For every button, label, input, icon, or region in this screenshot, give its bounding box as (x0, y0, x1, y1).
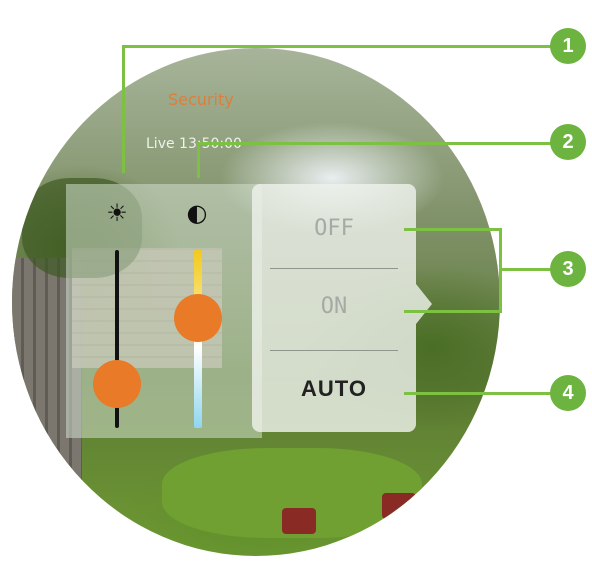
brightness-slider-thumb[interactable] (93, 359, 141, 408)
callout-3-line (404, 310, 502, 313)
brightness-icon: ☀ (106, 199, 128, 227)
slider-panel: ☀ ◐ (66, 184, 262, 438)
mode-panel: OFF ON AUTO (252, 184, 416, 432)
contrast-icon: ◐ (186, 199, 208, 227)
planter-background (382, 493, 416, 519)
callout-2-line (197, 142, 552, 145)
mode-off-button[interactable]: OFF (314, 216, 354, 241)
watch-screen: Security Live 13:50:00 ☀ ◐ OFF ON AUTO (12, 48, 500, 556)
callout-4-line (404, 392, 552, 395)
mode-auto-button[interactable]: AUTO (301, 376, 367, 401)
callout-1-line (122, 45, 125, 173)
callout-1-badge: 1 (550, 28, 586, 64)
callout-3-line (404, 228, 502, 231)
callout-2-badge: 2 (550, 124, 586, 160)
callout-3-line (499, 268, 552, 271)
planter-background (282, 508, 316, 534)
callout-3-badge: 3 (550, 251, 586, 287)
callout-2-line (197, 142, 200, 178)
app-title: Security (168, 90, 234, 109)
callout-4-badge: 4 (550, 375, 586, 411)
brightness-slider-track[interactable] (115, 250, 119, 428)
live-timestamp: Live 13:50:00 (146, 136, 242, 152)
callout-1-line (122, 45, 552, 48)
mode-divider (270, 350, 398, 351)
mode-on-button[interactable]: ON (320, 294, 348, 319)
contrast-slider-thumb[interactable] (174, 293, 222, 342)
mode-panel-pointer (416, 284, 432, 324)
mode-divider (270, 268, 398, 269)
